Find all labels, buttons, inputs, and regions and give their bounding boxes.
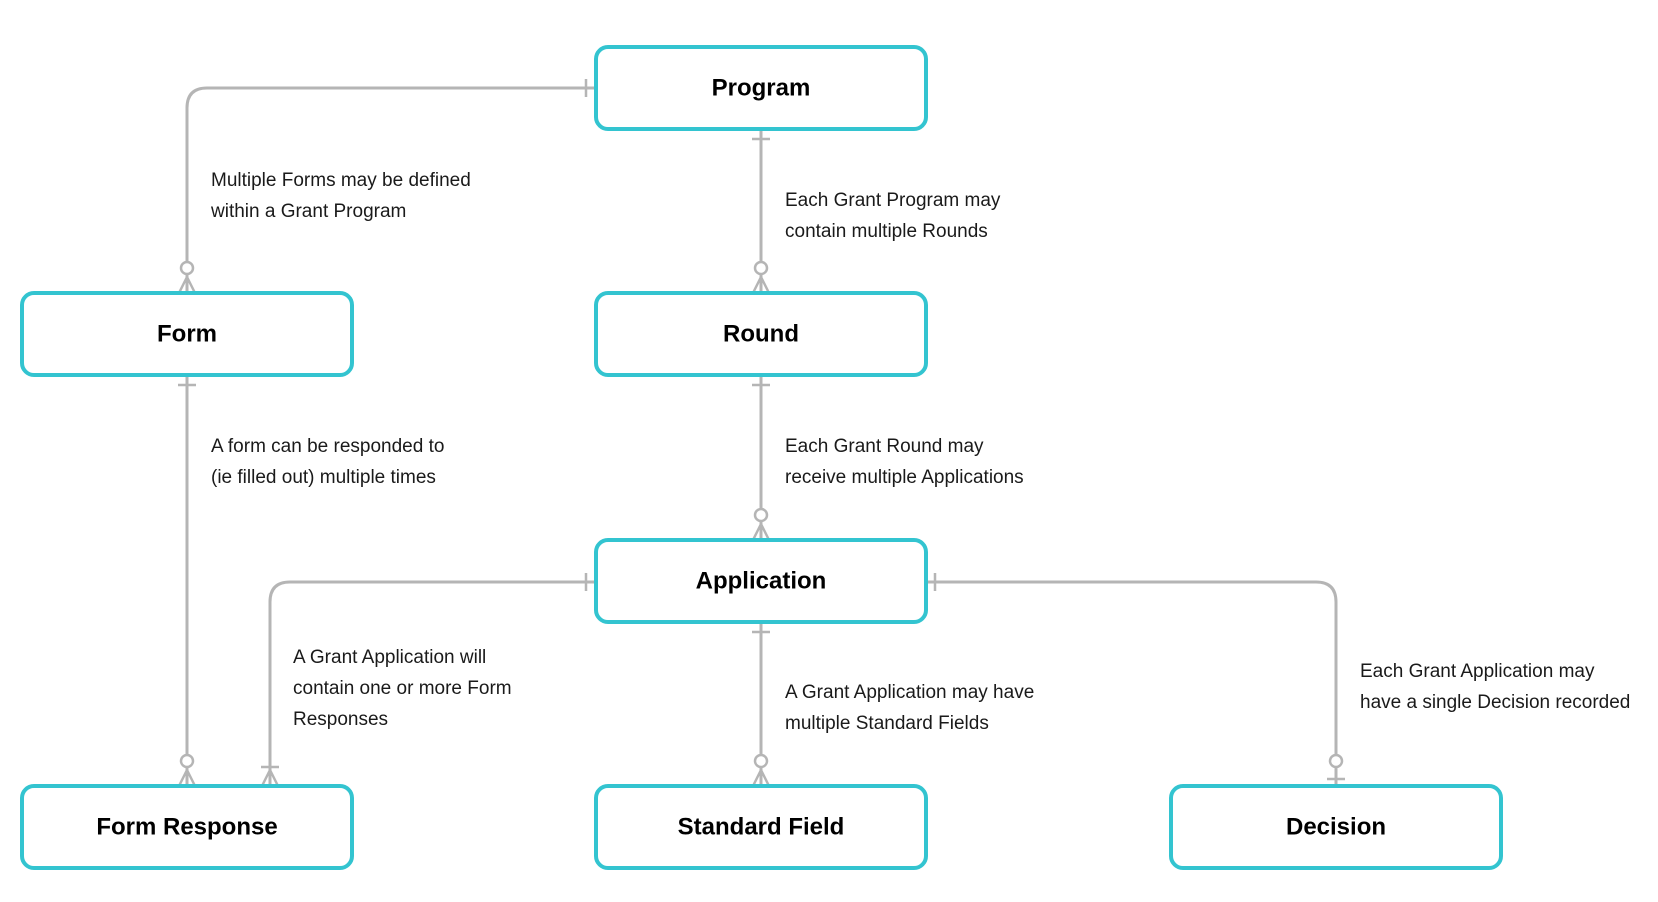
note-application-standard-field: A Grant Application may have multiple St…: [785, 682, 1040, 734]
zero-or-one-marker-icon: [1327, 753, 1345, 781]
entity-application: Application: [594, 538, 928, 624]
note-program-round: Each Grant Program may contain multiple …: [785, 190, 1006, 242]
note-round-application: Each Grant Round may receive multiple Ap…: [785, 436, 1024, 488]
note-application-form-response: A Grant Application will contain one or …: [293, 647, 517, 730]
cardinality-markers: [177, 79, 1345, 787]
entity-form: Form: [20, 291, 354, 377]
entity-standard-field: Standard Field: [594, 784, 928, 870]
entity-label-program: Program: [712, 75, 811, 102]
note-form-response: A form can be responded to (ie filled ou…: [211, 436, 450, 488]
entity-label-form-response: Form Response: [96, 814, 277, 841]
connector-program-form: [185, 86, 594, 293]
entity-round: Round: [594, 291, 928, 377]
zero-or-many-marker-icon: [751, 753, 771, 787]
entity-label-decision: Decision: [1286, 814, 1386, 841]
entity-program: Program: [594, 45, 928, 131]
entity-form-response: Form Response: [20, 784, 354, 870]
note-application-decision: Each Grant Application may have a single…: [1360, 661, 1630, 713]
entity-label-round: Round: [723, 321, 799, 348]
entity-label-application: Application: [696, 568, 827, 595]
entity-label-standard-field: Standard Field: [678, 814, 845, 841]
connector-application-decision: [927, 580, 1338, 786]
one-or-many-marker-icon: [260, 765, 280, 787]
zero-or-many-marker-icon: [751, 507, 771, 541]
entity-label-form: Form: [157, 321, 217, 348]
connectors: [185, 86, 1338, 786]
connector-application-form-response: [268, 580, 594, 786]
zero-or-many-marker-icon: [751, 260, 771, 294]
entity-decision: Decision: [1169, 784, 1503, 870]
zero-or-many-marker-icon: [177, 753, 197, 787]
zero-or-many-marker-icon: [177, 260, 197, 294]
note-program-form: Multiple Forms may be defined within a G…: [210, 170, 476, 222]
